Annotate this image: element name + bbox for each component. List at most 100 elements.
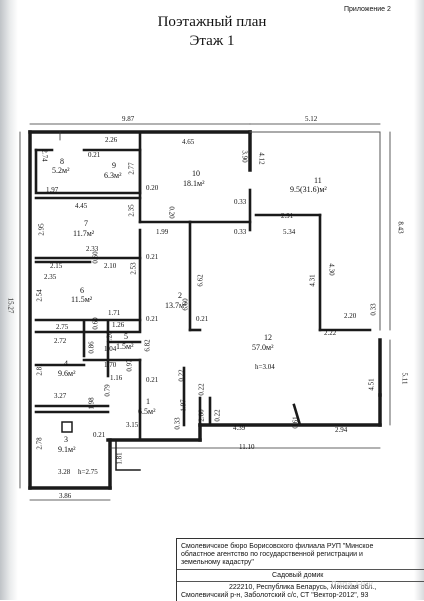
- terrace-outline: [249, 131, 381, 331]
- dim-3-28: 3.28: [58, 468, 71, 476]
- room-5-area: 1.5м²: [116, 342, 134, 351]
- dim-5-34: 5.34: [283, 228, 296, 236]
- dim-0-97: 0.97: [125, 359, 134, 372]
- dim-3-27: 3.27: [54, 392, 67, 400]
- room-2-area: 13.7м²: [165, 301, 187, 310]
- stamp-org-line-1: Смолевичское бюро Борисовского филиала Р…: [181, 543, 374, 550]
- watermark: Ляпа Ник: [330, 580, 373, 591]
- dim-2-74: 2.74: [40, 149, 49, 162]
- room-4-number: 4: [64, 359, 68, 368]
- stamp-divider-1: [177, 569, 424, 570]
- dim-2-54: 2.54: [35, 289, 44, 302]
- dim-1-97-a: 1.97: [46, 186, 59, 194]
- dim-2-77: 2.77: [127, 162, 136, 175]
- dim-1-97-b: 1.97: [179, 399, 188, 412]
- outer-walls: [28, 130, 382, 490]
- interior-walls: [34, 130, 372, 442]
- dim-1-16: 1.16: [110, 374, 123, 382]
- room-2-number: 2: [178, 291, 182, 300]
- room-7-area: 11.7м²: [73, 229, 95, 238]
- plan-title: Поэтажный план: [157, 14, 267, 30]
- dim-1-81: 1.81: [115, 452, 124, 465]
- dim-2-95: 2.95: [37, 223, 46, 236]
- room-9-number: 9: [112, 161, 116, 170]
- dim-2-26: 2.26: [105, 136, 118, 144]
- dim-4-31: 4.31: [308, 274, 317, 287]
- dim-2-75: 2.75: [56, 323, 69, 331]
- dim-0-60-b: 0.60: [91, 317, 100, 330]
- appendix-label: Приложение 2: [344, 6, 391, 13]
- dim-4-51: 4.51: [367, 378, 376, 391]
- dim-0-22-b: 0.22: [197, 383, 206, 396]
- dim-3-90: 3.90: [240, 150, 249, 163]
- dim-0-33-a: 0.33: [234, 198, 247, 206]
- floor-title: Этаж 1: [189, 33, 235, 49]
- dim-0-21-d: 0.21: [196, 315, 209, 323]
- dim-1-71: 1.71: [108, 309, 121, 317]
- room-8-area: 5.2м²: [52, 166, 70, 175]
- dim-2-35-b: 2.35: [44, 273, 57, 281]
- room-10-number: 10: [192, 169, 200, 178]
- dim-1-98: 1.98: [87, 397, 96, 410]
- dim-0-20-b: 0.20: [167, 206, 176, 219]
- stamp-address-2: Смолевичский р-н, Заболотский с/с, СТ "В…: [181, 592, 369, 599]
- room-12-area: 57.0м²: [252, 343, 274, 352]
- dim-1-20: 1.20: [105, 331, 114, 344]
- dim-4-30: 4.30: [327, 263, 336, 276]
- dim-4-12: 4.12: [257, 152, 266, 165]
- dim-0-21-e: 0.21: [146, 376, 159, 384]
- room-12-height: h=3.04: [255, 363, 275, 371]
- dim-2-72: 2.72: [54, 337, 67, 345]
- room-3-number: 3: [64, 435, 68, 444]
- page-right-shadow: [414, 0, 424, 600]
- stamp-object: Садовый домик: [272, 572, 324, 579]
- dim-6-62: 6.62: [196, 274, 205, 287]
- stamp-address-1: 222210, Республика Беларусь, Минская обл…: [229, 584, 377, 591]
- dim-0-21-c: 0.21: [146, 315, 159, 323]
- dim-4-39: 4.39: [233, 424, 246, 432]
- room-3-area: 9.1м²: [58, 445, 76, 454]
- dim-2-91: 2.91: [281, 212, 294, 220]
- dimension-lines: [19, 123, 391, 501]
- dim-0-22-c: 0.22: [213, 409, 222, 422]
- dim-1-99: 1.99: [156, 228, 169, 236]
- room-12-number: 12: [264, 333, 272, 342]
- room-1-area: 6.5м²: [138, 407, 156, 416]
- room-7-number: 7: [84, 219, 88, 228]
- room-10-area: 18.1м²: [183, 179, 205, 188]
- dim-4-65: 4.65: [182, 138, 195, 146]
- dim-1-26: 1.26: [112, 321, 125, 329]
- room-11-area: 9.5(31.6)м²: [290, 185, 327, 194]
- stamp-org-line-3: земельному кадастру": [181, 559, 254, 566]
- room-9-area: 6.3м²: [104, 171, 122, 180]
- room-11-number: 11: [314, 176, 322, 185]
- dim-8-43: 8.43: [396, 221, 405, 234]
- dim-5-11: 5.11: [400, 372, 409, 385]
- dim-3-15: 3.15: [126, 421, 139, 429]
- room-6-number: 6: [80, 286, 84, 295]
- room-3-height: h=2.75: [78, 468, 98, 476]
- stamp-org-line-2: областное агентство по государственной р…: [181, 551, 363, 558]
- room-8-number: 8: [60, 157, 64, 166]
- room-4-area: 9.6м²: [58, 369, 76, 378]
- dim-2-94: 2.94: [335, 426, 348, 434]
- dim-1-04: 1.04: [104, 345, 117, 353]
- dim-1-70: 1.70: [104, 361, 117, 369]
- dim-2-00: 2.00: [197, 409, 206, 422]
- room-5-number: 5: [124, 332, 128, 341]
- dim-0-60-a: 0.60: [91, 251, 100, 264]
- dim-0-21-b: 0.21: [146, 253, 159, 261]
- dim-6-60: 6.60: [181, 298, 190, 311]
- dim-9-87: 9.87: [122, 115, 135, 123]
- dim-0-21-a: 0.21: [88, 151, 101, 159]
- dim-0-79: 0.79: [103, 384, 112, 397]
- title-block: Смолевичское бюро Борисовского филиала Р…: [176, 538, 424, 601]
- dim-2-35-a: 2.35: [127, 204, 136, 217]
- dim-0-33-d: 0.33: [173, 417, 182, 430]
- dim-2-20: 2.20: [344, 312, 357, 320]
- dim-2-53: 2.53: [129, 262, 138, 275]
- dim-4-45: 4.45: [75, 202, 88, 210]
- dim-0-86: 0.86: [87, 341, 96, 354]
- dim-0-33-c: 0.33: [369, 303, 378, 316]
- dim-0-22-a: 0.22: [177, 369, 186, 382]
